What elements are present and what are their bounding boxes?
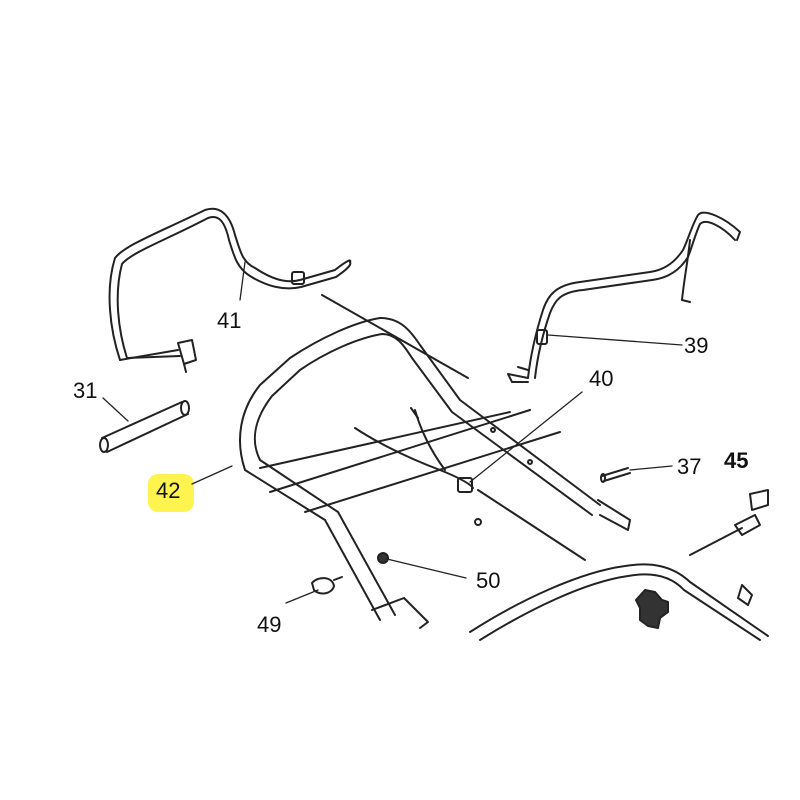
cable-40 (321, 294, 586, 561)
part-label-42: 42 (156, 478, 181, 503)
nut-50 (377, 552, 389, 564)
bail-bar-41 (108, 207, 352, 373)
parts-group-45 (469, 489, 769, 641)
bail-bar-39 (507, 211, 741, 383)
rod-31 (99, 400, 190, 453)
part-label-45: 45 (724, 448, 749, 473)
bolt-37 (600, 467, 631, 483)
star-knob (635, 589, 669, 629)
part-label-39: 39 (684, 333, 709, 358)
part-label-41: 41 (217, 308, 242, 333)
part-label-49: 49 (257, 612, 282, 637)
part-label-40: 40 (589, 366, 614, 391)
part-label-31: 31 (73, 378, 98, 403)
lower-handle-42 (239, 317, 631, 629)
part-label-37: 37 (677, 454, 702, 479)
clip-49 (311, 576, 343, 595)
highlight-marker (148, 474, 194, 512)
leader-lines (102, 261, 683, 604)
part-label-50: 50 (476, 568, 501, 593)
